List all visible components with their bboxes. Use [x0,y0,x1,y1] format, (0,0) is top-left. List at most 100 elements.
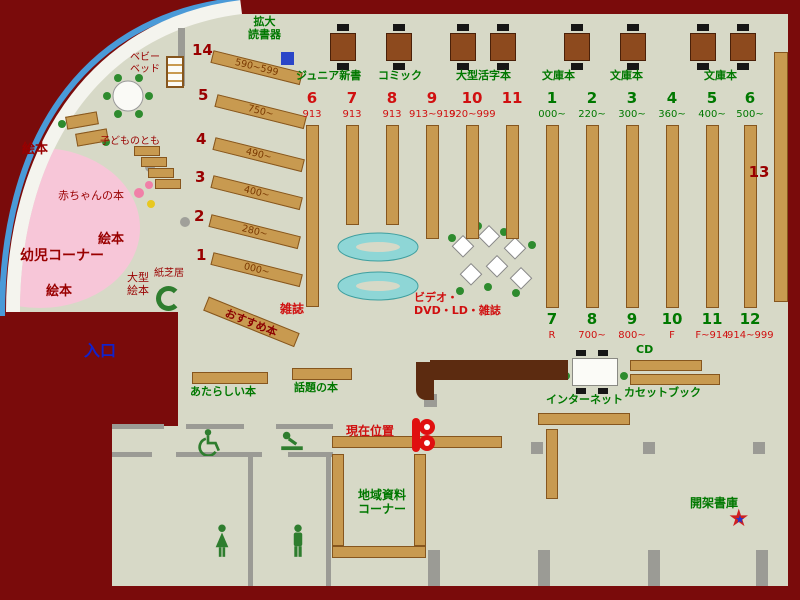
service-counter [430,360,568,380]
bookshelf [426,125,439,239]
step [141,157,167,167]
stack-range: 360~ [658,109,686,120]
label-section-bunko3: 文庫本 [704,69,737,82]
label-internet: インターネット [546,393,623,406]
chair [337,24,349,31]
magnifier-device-icon [281,52,294,65]
round-pillar [180,217,190,227]
chair [497,24,509,31]
bookshelf [626,125,639,308]
step [148,168,174,178]
chair [576,388,586,394]
pillar [531,442,543,454]
local-materials-shelf [332,454,344,546]
stack-no: 7 [346,89,358,107]
stack-range: 914~999 [727,330,774,341]
bookshelf-13 [774,52,788,302]
open-stacks-star-icon: ★ [728,504,750,532]
woman-restroom-icon [212,524,232,564]
bookshelf [346,125,359,225]
service-counter [416,362,434,400]
wall [176,452,262,457]
chair [576,350,586,356]
bookshelf [506,125,519,239]
wall [276,424,333,429]
stack-no: 3 [626,89,638,107]
chair [598,350,608,356]
stack-range: 000~ [538,109,566,120]
stack-no: 8 [586,310,598,328]
sofa [337,232,419,301]
label-baby-bed: ベビー ベッド [130,52,160,75]
local-materials-shelf [332,546,426,558]
local-materials-shelf [414,454,426,546]
stack-range: 913~919 [409,109,456,120]
step [155,179,181,189]
stack-range: 913 [382,109,402,120]
new-books-shelf [192,372,268,384]
stack-no: 12 [739,310,761,328]
round-table [112,80,144,112]
bookshelf [386,125,399,225]
label-section-bunko2: 文庫本 [610,69,643,82]
shelf [546,429,558,499]
wheelchair-icon [194,428,222,460]
stack-range: 800~ [618,330,646,341]
stack-no-13: 13 [748,163,770,181]
kids-shelf-no: 5 [198,86,209,104]
stack-no: 8 [386,89,398,107]
stack-range: 913 [302,109,322,120]
stack-range: 300~ [618,109,646,120]
reading-table [450,24,476,70]
table-top [490,33,516,61]
current-location-marker [412,418,435,452]
label-ehon-bottom: 絵本 [46,284,73,299]
bookshelf [306,125,319,307]
cd-shelf [630,360,702,371]
chair [457,24,469,31]
kids-shelf-no: 14 [192,41,213,59]
chair [337,63,349,70]
chair [393,63,405,70]
chair [457,63,469,70]
table-top [564,33,590,61]
pillar [643,442,655,454]
wall [326,452,331,586]
kids-shelf-no: 1 [196,246,207,264]
stack-range: R [548,330,556,341]
stack-range: F [669,330,675,341]
open-stacks-star-inner-icon: ★ [735,513,745,526]
label-topic-books: 話題の本 [294,381,338,394]
reading-table [490,24,516,70]
wall [112,424,164,429]
stack-no: 10 [461,89,483,107]
chair [697,24,709,31]
table-top [690,33,716,61]
stack-range: 913 [342,109,362,120]
stack-no: 6 [306,89,318,107]
label-entrance: 入口 [84,341,117,360]
table-top [330,33,356,61]
label-ehon-mid: 絵本 [98,232,125,247]
label-ehon-top: 絵本 [22,142,49,157]
kids-shelf-no: 4 [196,130,207,148]
stack-no: 4 [666,89,678,107]
stack-range: 400~ [698,109,726,120]
chair [737,24,749,31]
label-cd: CD [636,343,654,356]
label-section-bunko1: 文庫本 [542,69,575,82]
label-kodomo-no-tomo: 子どものとも [100,136,160,147]
stack-no: 11 [501,89,523,107]
label-current-location: 現在位置 [346,424,395,438]
stack-range: F~914 [695,330,729,341]
label-kamishibai: 紙芝居 [154,268,184,279]
label-section-largeprint: 大型活字本 [456,69,511,82]
table-top [450,33,476,61]
stack-no: 10 [661,310,683,328]
wall [538,550,550,586]
cassette-shelf [630,374,720,385]
chair [393,24,405,31]
shelf [538,413,630,425]
bookshelf [466,125,479,239]
